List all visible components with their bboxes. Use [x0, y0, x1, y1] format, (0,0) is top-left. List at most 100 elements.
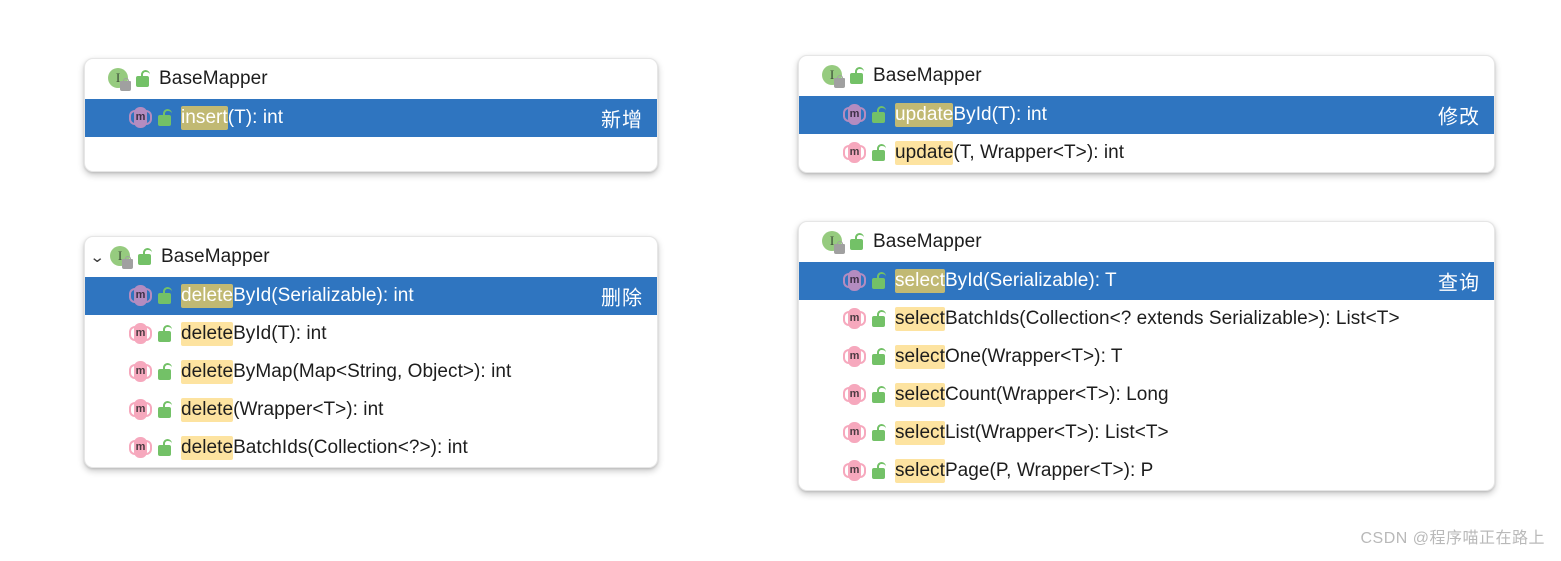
empty-row — [85, 137, 657, 171]
lock-badge-icon — [834, 240, 845, 254]
method-signature: deleteById(T): int — [181, 322, 327, 346]
method-row[interactable]: m selectOne(Wrapper<T>): T — [799, 338, 1494, 376]
method-icon: m — [843, 346, 866, 368]
unlock-padlock-icon — [870, 271, 888, 291]
type-name-label: BaseMapper — [873, 231, 982, 252]
method-row[interactable]: m delete(Wrapper<T>): int — [85, 391, 657, 429]
method-signature-rest: Page(P, Wrapper<T>): P — [944, 460, 1154, 481]
method-icon: m — [129, 107, 152, 129]
method-name-highlight: select — [895, 459, 945, 483]
unlock-padlock-icon — [870, 461, 888, 481]
method-icon: m — [129, 437, 152, 459]
unlock-padlock-icon — [870, 423, 888, 443]
panel-header-delete-panel[interactable]: ⌄ I BaseMapper — [85, 237, 657, 277]
method-signature: selectById(Serializable): T — [895, 269, 1117, 293]
method-name-highlight: delete — [181, 360, 234, 384]
method-name-highlight: delete — [181, 398, 234, 422]
method-signature: deleteById(Serializable): int — [181, 284, 414, 308]
panel-header-select-panel[interactable]: I BaseMapper — [799, 222, 1494, 262]
method-row[interactable]: m selectBatchIds(Collection<? extends Ser… — [799, 300, 1494, 338]
method-icon-letter: m — [849, 108, 860, 120]
method-icon-letter: m — [849, 312, 860, 324]
method-icon: m — [843, 104, 866, 126]
method-icon: m — [843, 308, 866, 330]
method-icon: m — [129, 361, 152, 383]
method-name-highlight: select — [895, 269, 945, 293]
interface-icon: I — [107, 67, 131, 91]
method-icon: m — [843, 422, 866, 444]
method-signature-rest: List(Wrapper<T>): List<T> — [944, 422, 1169, 443]
interface-icon: I — [821, 64, 845, 88]
method-icon: m — [843, 384, 866, 406]
annotation-label: 修改 — [1438, 106, 1480, 129]
method-row[interactable]: m deleteBatchIds(Collection<?>): int — [85, 429, 657, 467]
method-name-highlight: select — [895, 307, 945, 331]
method-icon-letter: m — [849, 464, 860, 476]
type-name-label: BaseMapper — [161, 246, 270, 267]
method-signature: delete(Wrapper<T>): int — [181, 398, 384, 422]
method-row[interactable]: m selectPage(P, Wrapper<T>): P — [799, 452, 1494, 490]
method-row[interactable]: m updateById(T): int 修改 — [799, 96, 1494, 134]
method-row[interactable]: m deleteById(Serializable): int 删除 — [85, 277, 657, 315]
panel-header-update-panel[interactable]: I BaseMapper — [799, 56, 1494, 96]
method-icon: m — [843, 460, 866, 482]
method-name-highlight: delete — [181, 322, 234, 346]
chevron-down-icon[interactable]: ⌄ — [89, 248, 105, 266]
method-name-highlight: delete — [181, 284, 234, 308]
method-signature-rest: Count(Wrapper<T>): Long — [944, 384, 1169, 405]
method-row[interactable]: m update(T, Wrapper<T>): int — [799, 134, 1494, 172]
method-signature-rest: (Wrapper<T>): int — [233, 399, 384, 420]
method-icon-letter: m — [135, 111, 146, 123]
unlock-padlock-icon — [156, 324, 174, 344]
unlock-padlock-icon — [136, 247, 154, 267]
method-icon-letter: m — [849, 274, 860, 286]
method-signature: selectOne(Wrapper<T>): T — [895, 345, 1123, 369]
method-icon: m — [843, 142, 866, 164]
method-name-highlight: select — [895, 345, 945, 369]
method-icon: m — [129, 399, 152, 421]
method-signature: insert(T): int — [181, 106, 283, 130]
method-icon: m — [129, 285, 152, 307]
annotation-label: 删除 — [601, 287, 643, 310]
interface-icon-letter: I — [829, 233, 835, 248]
method-signature-rest: BatchIds(Collection<?>): int — [233, 437, 468, 458]
method-signature-rest: ById(T): int — [953, 104, 1047, 125]
method-signature-rest: ById(Serializable): int — [233, 285, 414, 306]
method-signature: update(T, Wrapper<T>): int — [895, 141, 1124, 165]
method-icon: m — [843, 270, 866, 292]
method-signature-rest: ById(T): int — [233, 323, 327, 344]
method-signature-rest: ById(Serializable): T — [944, 270, 1117, 291]
unlock-padlock-icon — [156, 362, 174, 382]
method-name-highlight: delete — [181, 436, 234, 460]
unlock-padlock-icon — [156, 438, 174, 458]
interface-icon-letter: I — [117, 248, 123, 263]
method-icon-letter: m — [849, 146, 860, 158]
unlock-padlock-icon — [870, 309, 888, 329]
interface-icon: I — [109, 245, 133, 269]
lock-badge-icon — [120, 77, 131, 91]
interface-icon: I — [821, 230, 845, 254]
method-row[interactable]: m deleteByMap(Map<String, Object>): int — [85, 353, 657, 391]
method-name-highlight: update — [895, 103, 954, 127]
unlock-padlock-icon — [848, 66, 866, 86]
unlock-padlock-icon — [870, 347, 888, 367]
type-name-label: BaseMapper — [873, 65, 982, 86]
method-icon-letter: m — [135, 441, 146, 453]
method-name-highlight: insert — [181, 106, 228, 130]
method-signature-rest: BatchIds(Collection<? extends Serializab… — [944, 308, 1400, 329]
watermark-text: CSDN @程序喵正在路上 — [1360, 530, 1545, 547]
method-signature: selectBatchIds(Collection<? extends Seri… — [895, 307, 1400, 331]
method-signature-rest: One(Wrapper<T>): T — [944, 346, 1123, 367]
unlock-padlock-icon — [156, 400, 174, 420]
method-signature: deleteByMap(Map<String, Object>): int — [181, 360, 511, 384]
method-signature: selectPage(P, Wrapper<T>): P — [895, 459, 1154, 483]
